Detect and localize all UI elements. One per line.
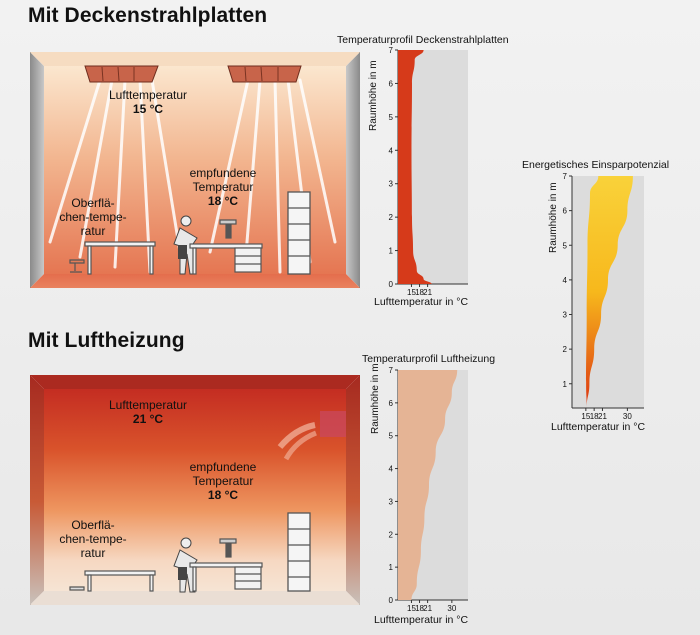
- y-tick-label: 4: [389, 146, 394, 155]
- chart-savings-title: Energetisches Einsparpotenzial: [522, 159, 670, 171]
- y-tick-label: 1: [389, 563, 394, 572]
- x-tick-label: 15: [407, 288, 416, 297]
- temperature-profile-area: [398, 370, 458, 600]
- x-tick-label: 30: [447, 604, 456, 613]
- y-tick-label: 7: [389, 366, 394, 375]
- y-tick-label: 5: [389, 432, 394, 441]
- y-tick-label: 2: [389, 213, 394, 222]
- y-tick-label: 4: [563, 276, 568, 285]
- desk-left-icon: [69, 241, 156, 275]
- y-tick-label: 6: [563, 207, 568, 216]
- y-tick-label: 3: [389, 180, 394, 189]
- y-tick-label: 2: [563, 345, 568, 354]
- surface-temperature-label: Oberflä-chen-tempe-ratur: [59, 196, 127, 238]
- y-tick-label: 4: [389, 465, 394, 474]
- shelf-icon: [287, 191, 311, 275]
- x-tick-label: 21: [423, 288, 432, 297]
- x-tick-label: 30: [623, 412, 632, 421]
- x-tick-label: 15: [407, 604, 416, 613]
- chart-air-title: Temperaturprofil Luftheizung: [362, 353, 496, 365]
- person-icon: [173, 215, 198, 275]
- x-tick-label: 18: [415, 288, 424, 297]
- savings-potential-area: [586, 176, 633, 408]
- temperature-profile-area: [398, 50, 432, 284]
- desk-left-icon: [69, 570, 156, 592]
- section-title-air: Mit Luftheizung: [28, 329, 185, 352]
- y-tick-label: 0: [389, 280, 394, 289]
- x-tick-label: 18: [415, 604, 424, 613]
- room-radiant-illustration: [30, 52, 360, 288]
- y-tick-label: 6: [389, 399, 394, 408]
- y-tick-label: 6: [389, 79, 394, 88]
- chart-radiant-xlabel: Lufttemperatur in °C: [374, 296, 469, 308]
- ceiling-panel-right-icon: [227, 65, 302, 83]
- chart-savings-xlabel: Lufttemperatur in °C: [551, 421, 646, 433]
- y-tick-label: 1: [563, 380, 568, 389]
- ceiling-panel-left-icon: [84, 65, 159, 83]
- y-tick-label: 7: [563, 172, 568, 181]
- y-tick-label: 0: [389, 596, 394, 605]
- y-tick-label: 2: [389, 530, 394, 539]
- x-tick-label: 18: [590, 412, 599, 421]
- x-tick-label: 21: [598, 412, 607, 421]
- x-tick-label: 21: [423, 604, 432, 613]
- y-tick-label: 5: [563, 241, 568, 250]
- y-tick-label: 3: [563, 311, 568, 320]
- air-heater-icon: [277, 411, 346, 461]
- surface-temperature-label: Oberflä-chen-tempe-ratur: [59, 518, 127, 560]
- shelf-icon: [287, 512, 311, 592]
- room-airheating-illustration: [30, 375, 360, 605]
- x-tick-label: 15: [581, 412, 590, 421]
- section-title-radiant: Mit Deckenstrahlplatten: [28, 4, 268, 27]
- desk-right-icon: [189, 219, 263, 275]
- y-tick-label: 1: [389, 247, 394, 256]
- y-tick-label: 5: [389, 113, 394, 122]
- desk-right-icon: [189, 538, 263, 592]
- y-tick-label: 3: [389, 497, 394, 506]
- y-tick-label: 7: [389, 46, 394, 55]
- chart-radiant-title: Temperaturprofil Deckenstrahlplatten: [337, 34, 509, 46]
- chart-air-xlabel: Lufttemperatur in °C: [374, 614, 469, 626]
